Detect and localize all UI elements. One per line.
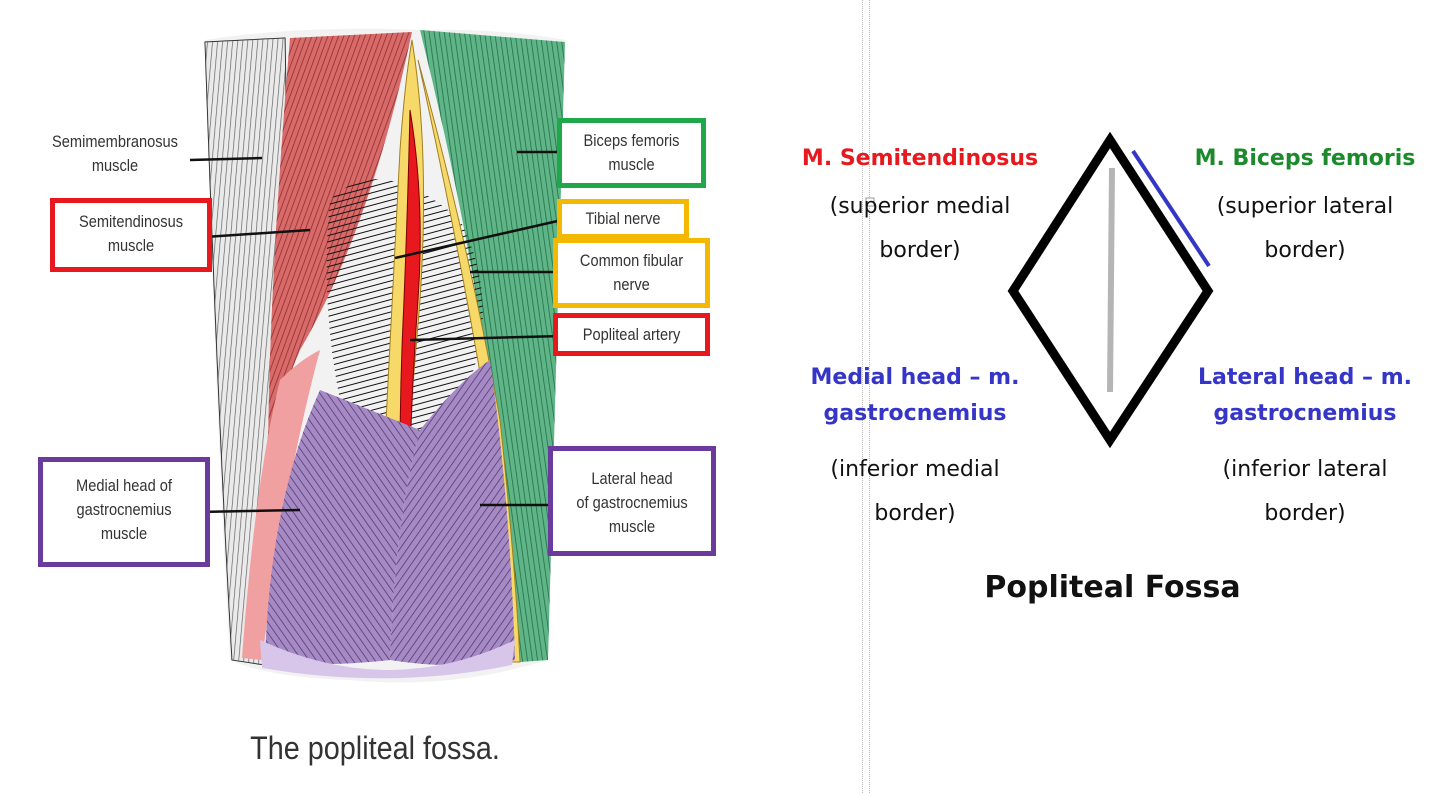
- inf-lateral-muscle: Lateral head – m. gastrocnemius: [1198, 365, 1412, 426]
- leader-tibial: [394, 218, 563, 260]
- divider-line: [862, 0, 863, 793]
- popliteal-fossa-illustration: [189, 28, 565, 683]
- leader-semitendinosus: [204, 228, 311, 239]
- sup-medial-border: (superior medial border): [829, 194, 1011, 263]
- sup-medial-muscle: M. Semitendinosus: [801, 146, 1039, 171]
- leader-medial-head: [197, 508, 301, 514]
- fossa-diamond: [1007, 131, 1214, 449]
- schematic-title: Popliteal Fossa: [984, 570, 1241, 605]
- label-box-semitendinosus: Semitendinosus muscle: [50, 198, 212, 272]
- sup-lateral-muscle: M. Biceps femoris: [1194, 146, 1416, 171]
- label-box-tibial-nerve: Tibial nerve: [557, 199, 689, 239]
- fossa-midline: [1107, 167, 1115, 393]
- divider-line-2: [869, 0, 870, 793]
- label-box-popliteal-artery: Popliteal artery: [553, 313, 710, 356]
- semitendinosus-tendon: [242, 350, 320, 660]
- inf-medial-border: (inferior medial border): [830, 457, 1000, 526]
- label-box-medial-head: Medial head of gastrocnemius muscle: [38, 457, 210, 567]
- inf-lateral-label: Lateral head – m. gastrocnemius (inferio…: [1170, 360, 1440, 536]
- leader-artery: [409, 334, 563, 342]
- sup-lateral-label: M. Biceps femoris (superior lateral bord…: [1175, 146, 1435, 273]
- sup-medial-label: M. Semitendinosus (superior medial borde…: [780, 146, 1060, 273]
- label-semimembranosus: Semimembranosus muscle: [52, 132, 178, 175]
- lateral-border-marker: [1131, 149, 1211, 268]
- label-box-common-fibular: Common fibular nerve: [553, 238, 710, 308]
- inf-medial-label: Medial head – m. gastrocnemius (inferior…: [770, 360, 1060, 536]
- label-box-biceps-femoris: Biceps femoris muscle: [557, 118, 706, 188]
- inf-medial-muscle: Medial head – m. gastrocnemius: [810, 365, 1020, 426]
- selection-handle: [865, 197, 875, 207]
- inf-lateral-border: (inferior lateral border): [1222, 457, 1388, 526]
- label-box-lateral-head: Lateral head of gastrocnemius muscle: [548, 446, 716, 556]
- leader-semimembranosus: [189, 156, 263, 162]
- sup-lateral-border: (superior lateral border): [1216, 194, 1394, 263]
- illustration-caption: The popliteal fossa.: [250, 730, 500, 766]
